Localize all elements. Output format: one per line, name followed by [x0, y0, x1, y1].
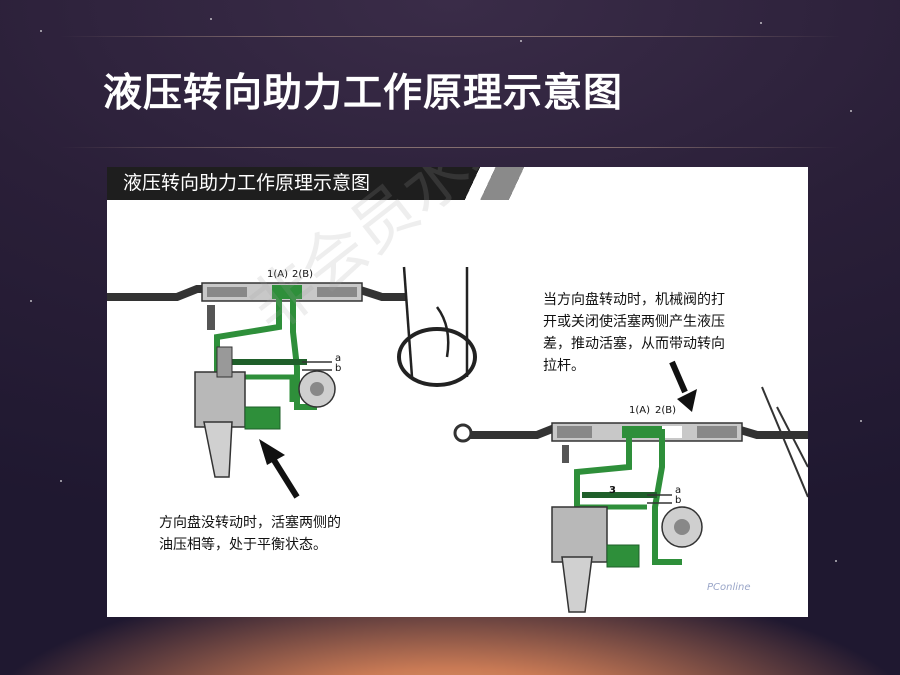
star — [210, 18, 212, 20]
left-caption: 方向盘没转动时，活塞两侧的 油压相等，处于平衡状态。 — [159, 512, 399, 556]
left-port-b: b — [335, 363, 342, 374]
left-caption-line: 方向盘没转动时，活塞两侧的 — [159, 515, 341, 531]
left-callout-arrow — [259, 439, 300, 499]
star — [835, 560, 837, 562]
right-caption-line: 拉杆。 — [543, 358, 585, 374]
star — [520, 40, 522, 42]
hydraulic-diagrams — [107, 266, 808, 613]
credit-logo: PConline — [707, 582, 751, 593]
figure-banner-title: 液压转向助力工作原理示意图 — [107, 167, 447, 200]
star — [40, 30, 42, 32]
star — [30, 300, 32, 302]
right-caption-line: 开或关闭使活塞两侧产生液压 — [543, 314, 725, 330]
right-label-2b: 2(B) — [655, 405, 677, 416]
left-valve-and-gear — [194, 346, 336, 478]
slide-title: 液压转向助力工作原理示意图 — [103, 71, 624, 116]
left-label-1a: 1(A) — [267, 269, 289, 280]
right-callout-arrow — [669, 360, 697, 412]
right-label-1a: 1(A) — [629, 405, 651, 416]
left-chassis-frame — [397, 266, 477, 387]
right-chassis-frame — [761, 386, 808, 498]
right-port-a: a — [675, 485, 682, 496]
star — [850, 110, 852, 112]
right-caption-line: 差，推动活塞，从而带动转向 — [543, 336, 725, 352]
right-label-3: 3 — [609, 485, 616, 496]
title-underline — [60, 147, 840, 148]
top-rule — [60, 36, 840, 37]
left-port-a: a — [335, 353, 342, 364]
right-valve-and-gear — [551, 506, 703, 613]
right-caption: 当方向盘转动时，机械阀的打 开或关闭使活塞两侧产生液压 差，推动活塞，从而带动转… — [543, 289, 783, 377]
star — [860, 420, 862, 422]
banner-stripe — [447, 167, 577, 200]
diagram-figure: 液压转向助力工作原理示意图 — [107, 167, 808, 617]
left-label-2b: 2(B) — [292, 269, 314, 280]
star — [60, 480, 62, 482]
left-caption-line: 油压相等，处于平衡状态。 — [159, 537, 327, 553]
right-caption-line: 当方向盘转动时，机械阀的打 — [543, 292, 725, 308]
star — [760, 22, 762, 24]
right-port-b: b — [675, 495, 682, 506]
right-steering-rack — [453, 422, 808, 463]
